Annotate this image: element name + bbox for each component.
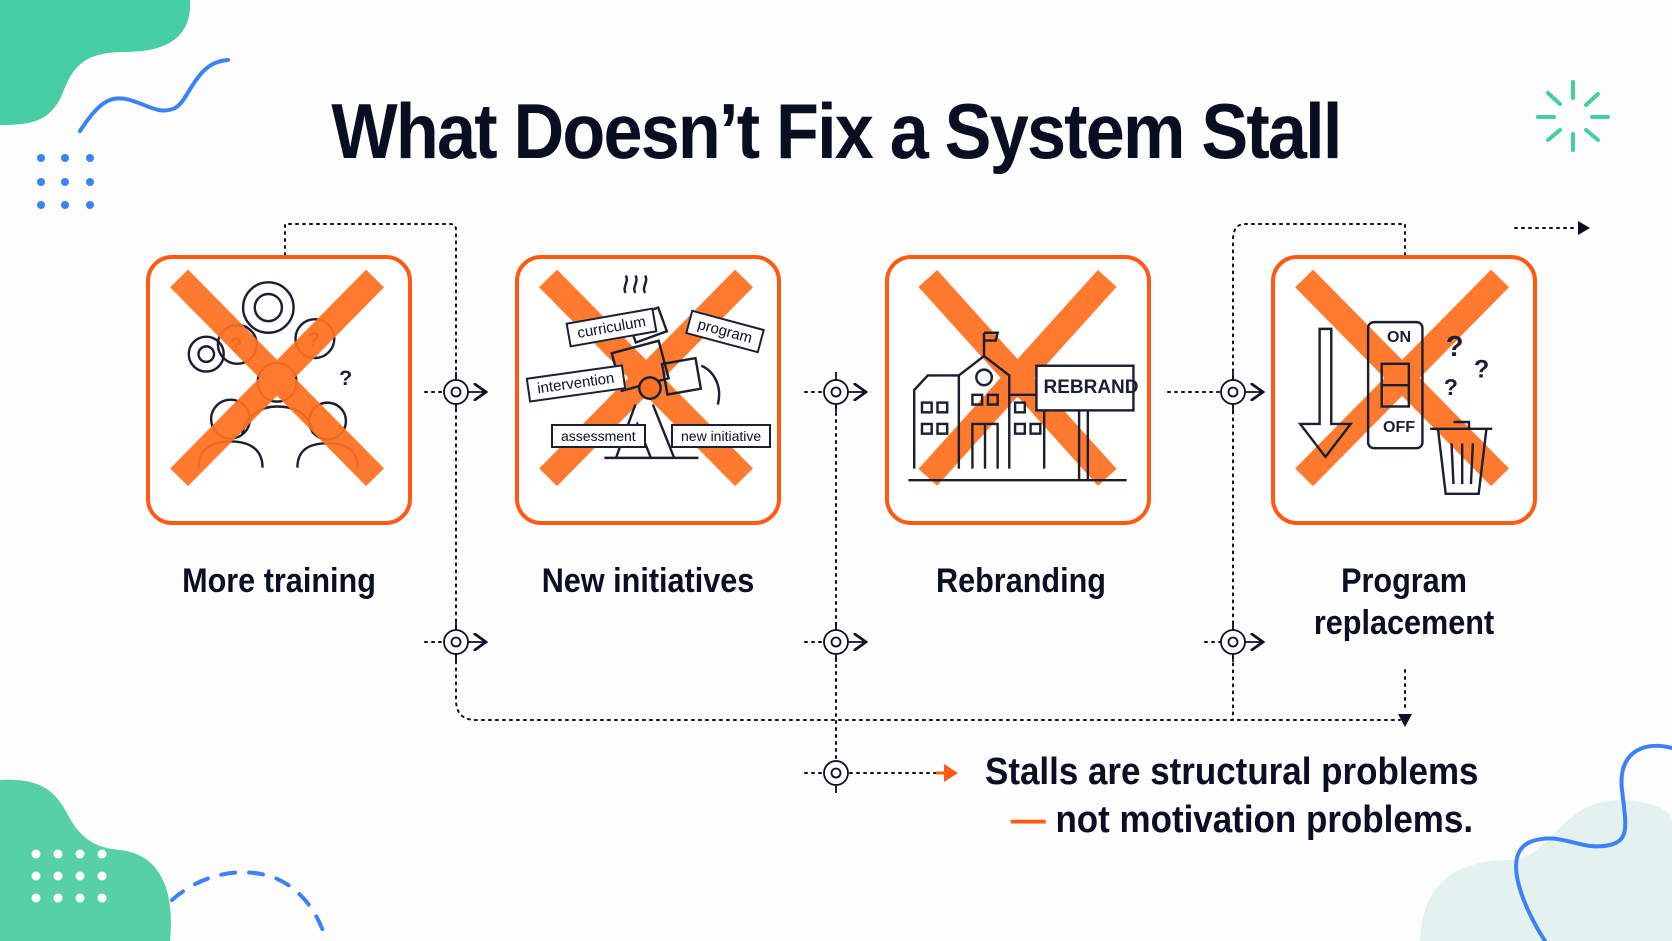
card-rebranding: REBRAND [885, 255, 1151, 525]
takeaway-statement: Stalls are structural problems — not mot… [985, 748, 1479, 844]
svg-text:?: ? [1446, 331, 1464, 363]
label-more-training: More training [182, 562, 376, 600]
right-arrow-icon [1578, 221, 1590, 235]
tag-assessment: assessment [551, 424, 646, 448]
page-title: What Doesn’t Fix a System Stall [331, 87, 1342, 175]
switch-arrow-trash-icon: ??? [1295, 269, 1510, 495]
svg-text:?: ? [1444, 374, 1458, 400]
switch-on-label: ON [1387, 329, 1411, 346]
card-program-replacement: ??? ON OFF [1271, 255, 1537, 525]
label-new-initiatives: New initiatives [541, 562, 755, 600]
card-new-initiatives: curriculum program intervention assessme… [515, 255, 781, 525]
orange-arrow-icon [944, 764, 958, 782]
tag-new-initiative: new initiative [671, 424, 772, 448]
down-arrow-icon [1297, 327, 1354, 459]
takeaway-line-1: Stalls are structural problems [985, 751, 1479, 793]
connector-top-left [284, 223, 1401, 721]
teal-blob-shape [0, 779, 171, 941]
switch-off-label: OFF [1383, 419, 1415, 436]
school-building-with-sign-icon [908, 270, 1135, 486]
down-arrow-icon [1398, 714, 1412, 727]
trash-bin-icon [1430, 420, 1493, 495]
card-more-training: ??? [146, 255, 412, 525]
orange-dash: — [1010, 799, 1046, 841]
label-rebranding: Rebranding [935, 562, 1107, 600]
decor-bottom-left [0, 779, 328, 941]
rebrand-sign-text: REBRAND [1043, 377, 1139, 398]
label-line-1: Program [1341, 562, 1467, 600]
blue-dashed-arc [170, 870, 328, 941]
blue-wave-line [1514, 743, 1672, 941]
svg-text:?: ? [339, 366, 352, 390]
confused-people-with-gears-icon: ??? [170, 269, 385, 487]
white-dot-grid [31, 849, 107, 903]
label-program-replacement: Program replacement [1269, 560, 1539, 644]
svg-text:?: ? [1474, 355, 1489, 383]
label-line-2: replacement [1313, 604, 1495, 642]
takeaway-line-2: not motivation problems. [1055, 799, 1474, 841]
